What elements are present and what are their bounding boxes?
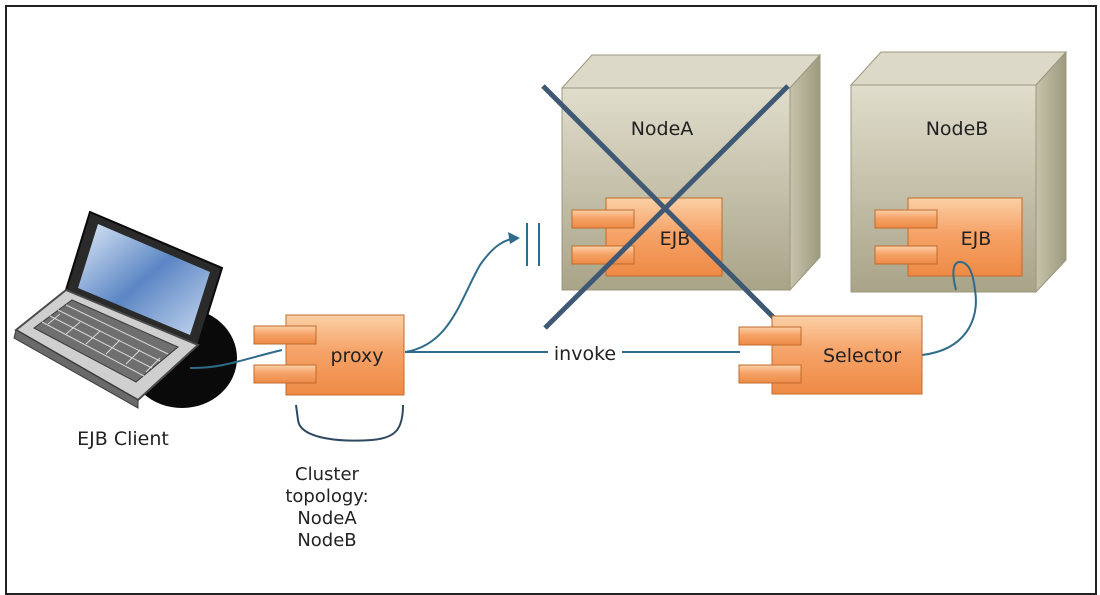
node-b: NodeB EJB (849, 50, 1068, 294)
cluster-topology-line: topology: (285, 486, 368, 507)
cluster-topology-text: Cluster topology: NodeA NodeB (285, 464, 368, 551)
node-b-label: NodeB (926, 118, 989, 140)
diagram-frame (5, 5, 1097, 595)
proxy-component: proxy (253, 314, 405, 396)
node-b-side (1035, 50, 1067, 294)
failed-call-arrow (404, 237, 517, 353)
selector-label: Selector (823, 345, 901, 367)
node-b-top (849, 51, 1068, 86)
component-port (874, 209, 938, 229)
proxy-label: proxy (331, 345, 384, 367)
client-label: EJB Client (77, 428, 169, 450)
invoke-label: invoke (554, 343, 616, 365)
node-b-ejb-label: EJB (961, 228, 992, 250)
node-a-ejb-component: EJB (571, 197, 723, 277)
component-port (253, 325, 317, 345)
component-port (738, 364, 802, 384)
connectors (189, 232, 977, 442)
client-to-proxy-line (189, 349, 283, 369)
node-a: NodeA EJB (541, 53, 822, 330)
blocked-marker (526, 223, 540, 266)
selector-to-node-b-line (921, 260, 977, 356)
component-port (253, 364, 317, 384)
node-a-top (560, 54, 822, 89)
node-a-failure-cross (541, 84, 790, 330)
node-a-ejb-label: EJB (660, 228, 691, 250)
cluster-topology-line: NodeB (297, 530, 356, 551)
node-b-ejb-component: EJB (874, 197, 1023, 277)
component-port (874, 245, 938, 265)
laptop-icon (13, 210, 237, 409)
failed-call-arrowhead (508, 232, 520, 244)
selector-component: Selector (738, 315, 923, 395)
node-a-side (789, 53, 821, 292)
component-port (571, 245, 635, 265)
component-port (571, 209, 635, 229)
component-port (738, 326, 802, 346)
cluster-topology-line: Cluster (295, 464, 359, 485)
proxy-topology-bracket (295, 404, 404, 442)
cluster-topology-line: NodeA (297, 508, 357, 529)
node-a-label: NodeA (631, 118, 694, 140)
